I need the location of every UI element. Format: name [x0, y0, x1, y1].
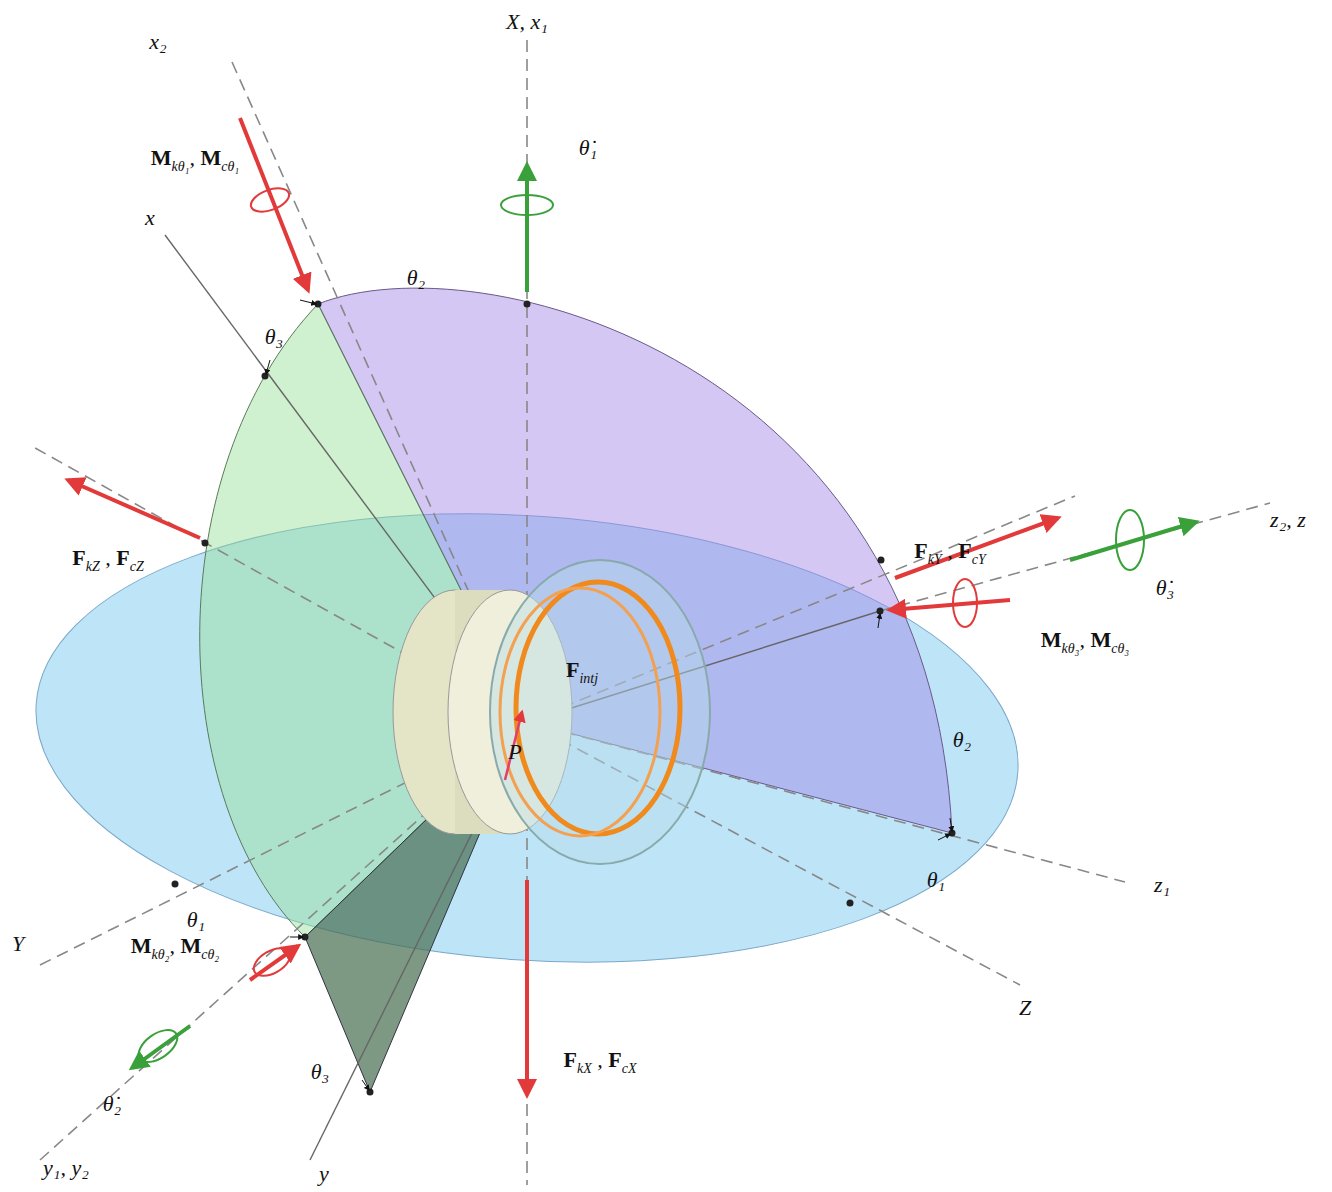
axis-label: θ̇₁ — [579, 136, 597, 160]
axis-label: z₂, z — [1270, 508, 1306, 532]
axis-label: Y — [12, 932, 24, 956]
axis-label: y — [319, 1162, 329, 1186]
axis-label: Mkθ₃, Mcθ₃ — [1041, 628, 1129, 656]
axis-label: θ₁ — [187, 908, 205, 932]
axis-label: y₁, y₂ — [43, 1156, 89, 1180]
axis-label: θ₂ — [953, 728, 971, 752]
axis-label: FkY , FcY — [914, 539, 985, 567]
axis-label: P — [508, 740, 521, 764]
axis-label: FkZ , FcZ — [72, 546, 143, 574]
axis-label: Mkθ₁, Mcθ₁ — [151, 146, 239, 174]
axis-label: θ₃ — [311, 1060, 329, 1084]
axis-label: θ̇₂ — [103, 1092, 121, 1116]
axis-label: X, x₁ — [506, 10, 548, 34]
axis-label: x₂ — [149, 30, 166, 54]
axis-label: x — [145, 206, 155, 230]
axis-label: θ₁ — [927, 868, 945, 892]
axis-label: Mkθ₂, Mcθ₂ — [131, 934, 219, 962]
axis-label: z₁ — [1154, 873, 1170, 897]
axis-label: θ₂ — [407, 266, 425, 290]
axis-label: FkX , FcX — [564, 1048, 637, 1076]
axis-label: θ₃ — [265, 325, 283, 349]
axis-label: Z — [1019, 996, 1031, 1020]
axis-label: θ̇₃ — [1156, 576, 1174, 600]
axis-label: Fintj — [566, 658, 598, 686]
